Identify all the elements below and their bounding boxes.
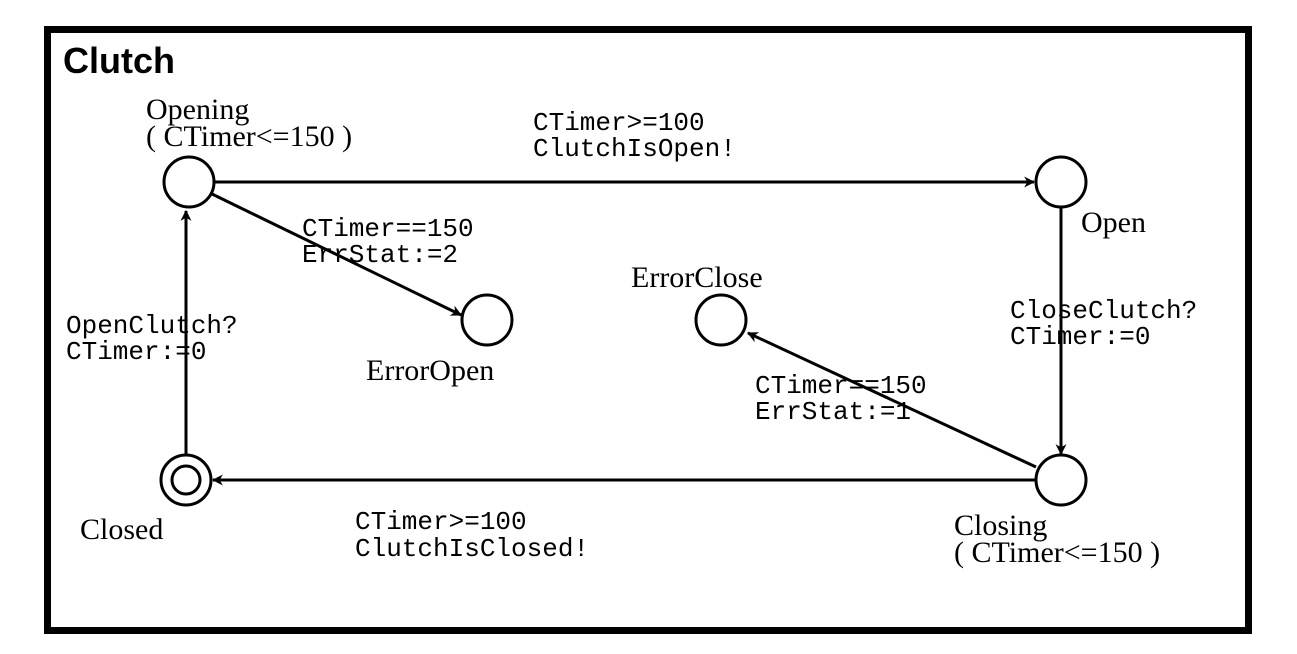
action-closing-to-error-close: ErrStat:=1: [755, 397, 911, 427]
edge-closing-to-error-close: [747, 331, 1037, 469]
label-closed: Closed: [80, 513, 163, 546]
state-error-open: [460, 293, 514, 347]
guard-open-to-closing: CloseClutch?: [1010, 296, 1197, 326]
guard-closed-to-opening: OpenClutch?: [66, 311, 238, 341]
guard-closing-to-closed: CTimer>=100: [355, 507, 527, 537]
label-error-open: ErrorOpen: [366, 354, 494, 387]
label-open: Open: [1081, 206, 1146, 239]
guard-closing-to-error-close: CTimer==150: [755, 371, 927, 401]
label-closing-invariant: ( CTimer<=150 ): [954, 536, 1160, 569]
label-opening-invariant: ( CTimer<=150 ): [146, 120, 352, 153]
label-opening: Opening: [146, 93, 249, 126]
label-error-close: ErrorClose: [631, 261, 763, 294]
state-opening: [162, 155, 216, 209]
guard-opening-to-open: CTimer>=100: [533, 108, 705, 138]
automaton-frame: [44, 26, 1252, 634]
action-opening-to-error-open: ErrStat:=2: [302, 240, 458, 270]
guard-opening-to-error-open: CTimer==150: [302, 214, 474, 244]
state-closed-initial-ring: [170, 464, 202, 496]
action-opening-to-open: ClutchIsOpen!: [533, 134, 736, 164]
state-closing: [1034, 453, 1088, 507]
state-open: [1034, 155, 1088, 209]
label-closing: Closing: [954, 509, 1047, 542]
edge-opening-to-error-open: [211, 192, 462, 317]
action-closing-to-closed: ClutchIsClosed!: [355, 534, 589, 564]
state-error-close: [694, 293, 748, 347]
action-open-to-closing: CTimer:=0: [1010, 322, 1150, 352]
action-closed-to-opening: CTimer:=0: [66, 337, 206, 367]
automaton-title: Clutch: [63, 40, 175, 81]
